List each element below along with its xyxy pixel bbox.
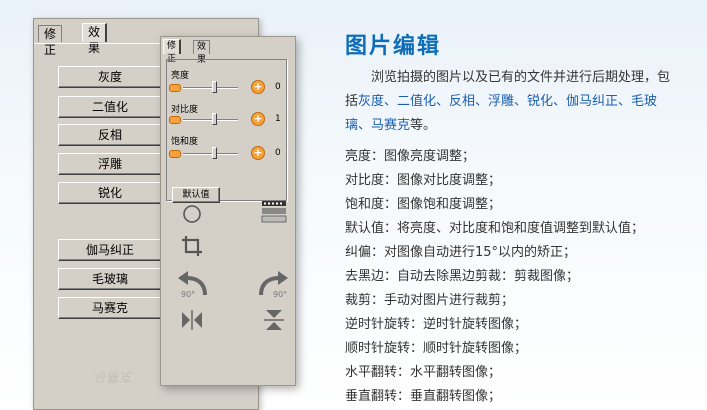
crop-icon[interactable] [179, 233, 205, 259]
contrast-label: 对比度 [171, 105, 199, 115]
intro-paragraph: 浏览拍摄的图片以及已有的文件并进行后期处理，包括灰度、二值化、反相、浮雕、锐化、… [345, 66, 680, 138]
circle-icon[interactable] [179, 201, 205, 227]
button-reflection: 马赛克 [94, 370, 134, 384]
list-item: 逆时针旋转：逆时针旋转图像； [345, 317, 528, 332]
rotate-cw-90-icon[interactable]: 90° [257, 269, 291, 299]
intro-text: 浏览拍摄的图片以及已有的文件并进行后期处理，包括 [345, 70, 671, 109]
contrast-slider[interactable] [183, 119, 238, 121]
adjustment-group: 亮度 + 0 对比度 + 1 饱和度 + 0 默认值 [166, 59, 287, 203]
list-item: 亮度：图像亮度调整； [345, 149, 476, 164]
invert-button[interactable]: 反相 [58, 124, 162, 146]
default-values-button[interactable]: 默认值 [172, 187, 220, 203]
binarize-button[interactable]: 二值化 [58, 96, 162, 118]
intro-end: 等。 [410, 118, 437, 133]
correction-panel: 修正 效果 亮度 + 0 对比度 + 1 饱和度 + 0 默认值 [160, 36, 296, 386]
list-item: 水平翻转：水平翻转图像； [345, 365, 502, 380]
saturation-slider[interactable] [183, 153, 238, 155]
contrast-increase-icon[interactable]: + [251, 112, 265, 126]
list-item: 去黑边：自动去除黑边剪裁：剪裁图像； [345, 269, 580, 284]
sharpen-button[interactable]: 锐化 [58, 182, 162, 204]
list-item: 垂直翻转：垂直翻转图像； [345, 389, 502, 404]
svg-text:90°: 90° [181, 290, 195, 299]
saturation-label: 饱和度 [171, 137, 199, 147]
list-item: 顺时针旋转：顺时针旋转图像； [345, 341, 528, 356]
grayscale-button[interactable]: 灰度 [58, 66, 162, 88]
brightness-decrease-icon[interactable] [169, 84, 181, 92]
svg-text:90°: 90° [273, 290, 287, 299]
contrast-slider-thumb[interactable] [212, 113, 217, 125]
tab-correction[interactable]: 修正 [38, 25, 63, 57]
filmstrip-icon[interactable] [259, 197, 289, 227]
contrast-value: 1 [275, 114, 281, 124]
list-item: 默认值：将亮度、对比度和饱和度值调整到默认值； [345, 221, 645, 236]
flip-vertical-icon[interactable] [261, 307, 287, 333]
brightness-increase-icon[interactable]: + [251, 80, 265, 94]
mosaic-button[interactable]: 马赛克 [58, 297, 162, 319]
intro-highlight: 灰度、二值化、反相、浮雕、锐化、伽马纠正、毛玻璃、马赛克 [345, 94, 658, 133]
list-item: 裁剪：手动对图片进行裁剪； [345, 293, 515, 308]
contrast-decrease-icon[interactable] [169, 116, 181, 124]
tab-effects-small[interactable]: 效果 [193, 40, 211, 65]
brightness-label: 亮度 [171, 71, 190, 81]
tab-effects[interactable]: 效果 [82, 23, 108, 55]
saturation-decrease-icon[interactable] [169, 150, 181, 158]
tab-correction-small[interactable]: 修正 [163, 39, 182, 64]
saturation-value: 0 [275, 148, 281, 158]
list-item: 饱和度：图像饱和度调整； [345, 197, 502, 212]
tab-divider [34, 43, 258, 44]
frosted-glass-button[interactable]: 毛玻璃 [58, 268, 162, 290]
emboss-button[interactable]: 浮雕 [58, 153, 162, 175]
saturation-increase-icon[interactable]: + [251, 146, 265, 160]
brightness-slider[interactable] [183, 87, 238, 89]
brightness-value: 0 [275, 82, 281, 92]
flip-horizontal-icon[interactable] [179, 307, 205, 333]
saturation-slider-thumb[interactable] [212, 147, 217, 159]
list-item: 纠偏：对图像自动进行15°以内的矫正； [345, 245, 577, 260]
feature-list: 亮度：图像亮度调整； 对比度：图像对比度调整； 饱和度：图像饱和度调整； 默认值… [345, 145, 644, 409]
gamma-correction-button[interactable]: 伽马纠正 [58, 239, 162, 261]
brightness-slider-thumb[interactable] [212, 81, 217, 93]
rotate-ccw-90-icon[interactable]: 90° [175, 269, 209, 299]
page-title: 图片编辑 [345, 34, 442, 59]
list-item: 对比度：图像对比度调整； [345, 173, 502, 188]
